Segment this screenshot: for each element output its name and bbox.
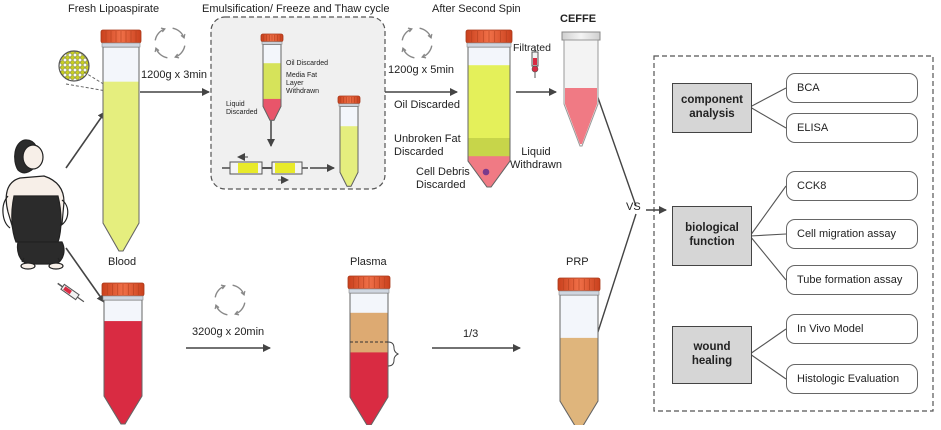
cell-debris-dot <box>482 168 490 176</box>
category-wound-healing: wound healing <box>672 326 752 384</box>
item-cell-migration: Cell migration assay <box>786 219 918 249</box>
liquid-withdrawn-label: Liquid Withdrawn <box>510 146 562 171</box>
tube-plasma <box>347 275 391 426</box>
connected-syringes-icon <box>222 153 308 184</box>
category-component-analysis: component analysis <box>672 83 752 133</box>
item-bca: BCA <box>786 73 918 103</box>
spin-lipo-label: 1200g x 3min <box>141 69 208 81</box>
fat-tissue-magnifier-icon <box>58 50 119 94</box>
category-biological-function: biological function <box>672 206 752 266</box>
spin-second-label: 1200g x 5min <box>388 64 455 76</box>
after-second-spin-label: After Second Spin <box>432 3 521 15</box>
prp-label: PRP <box>566 256 589 268</box>
emulsion-oil-label: Oil Discarded <box>286 60 329 67</box>
tube-fresh-lipoaspirate <box>100 29 142 252</box>
syringe-icon-blood <box>57 282 85 303</box>
vs-line-top <box>595 91 637 207</box>
arrow-to-lipoaspirate <box>65 111 106 169</box>
emulsification-label: Emulsification/ Freeze and Thaw cycle <box>202 3 390 15</box>
item-histologic-evaluation: Histologic Evaluation <box>786 364 918 394</box>
tube-prp <box>557 277 601 430</box>
ratio-label: 1/3 <box>463 328 479 340</box>
cell-debris-label: Cell Debris Discarded <box>416 166 470 191</box>
filtrated-label: Filtrated <box>513 42 551 54</box>
vs-line-bottom <box>595 213 637 339</box>
fresh-lipoaspirate-label: Fresh Lipoaspirate <box>68 3 160 15</box>
centrifuge-icon-second <box>401 27 433 59</box>
plasma-layer-bracket <box>387 341 400 367</box>
ceffe-tube <box>561 31 601 147</box>
item-elisa: ELISA <box>786 113 918 143</box>
emulsion-media-fat-label: Media Fat Layer Withdrawn <box>286 72 320 96</box>
centrifuge-icon-lipo <box>154 27 186 59</box>
filter-syringe-icon <box>531 46 539 78</box>
vs-label: VS <box>626 201 641 213</box>
tube-emulsion-result <box>337 95 361 187</box>
emulsion-liquid-label: Liquid Discarded <box>226 101 258 117</box>
item-tube-formation: Tube formation assay <box>786 265 918 295</box>
ceffe-label: CEFFE <box>560 13 597 25</box>
arrow-to-blood <box>65 247 105 303</box>
unbroken-fat-label: Unbroken Fat Discarded <box>394 133 461 158</box>
tube-emulsion-layers <box>260 33 284 121</box>
tubes <box>100 29 601 430</box>
oil-discarded-label: Oil Discarded <box>394 99 461 111</box>
item-cck8: CCK8 <box>786 171 918 201</box>
spin-blood-label: 3200g x 20min <box>192 326 265 338</box>
centrifuge-icons <box>154 27 433 316</box>
patient-figure-icon <box>2 139 69 270</box>
tube-second-spin <box>465 29 513 188</box>
blood-label: Blood <box>108 256 137 268</box>
category-connectors <box>749 87 787 380</box>
item-in-vivo-model: In Vivo Model <box>786 314 918 344</box>
plasma-label: Plasma <box>350 256 387 268</box>
centrifuge-icon-blood <box>214 284 246 316</box>
tube-blood <box>101 282 145 425</box>
